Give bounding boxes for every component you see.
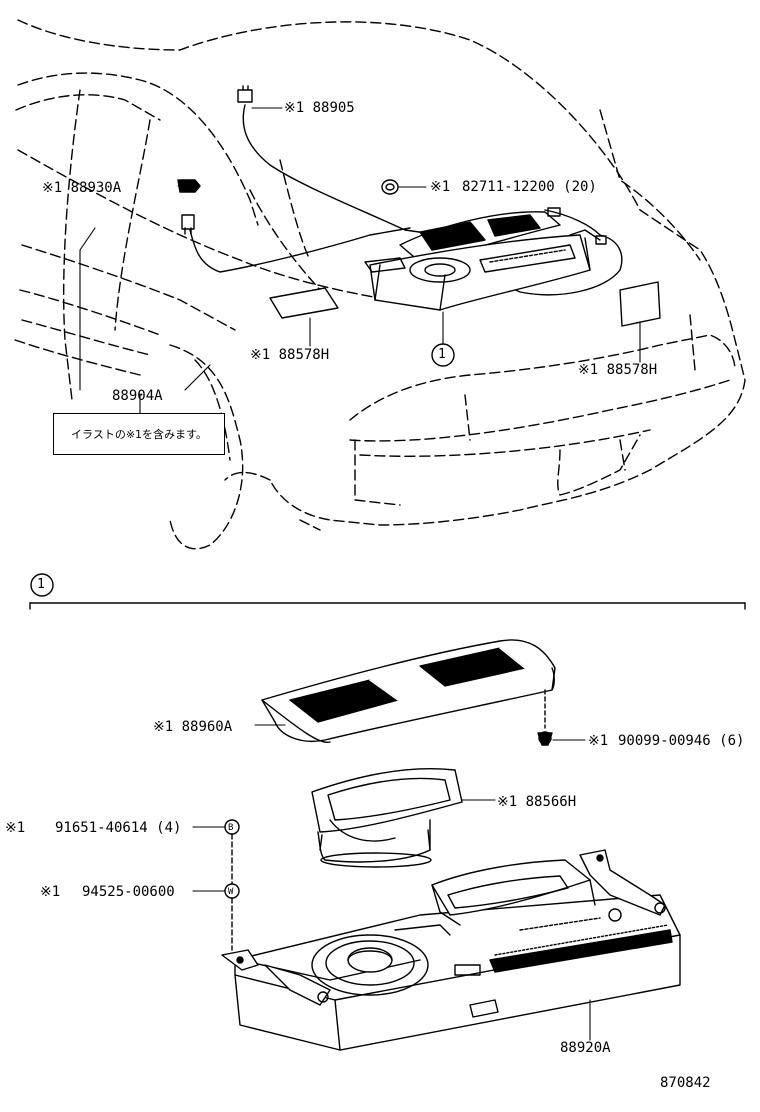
leader-lines-bottom xyxy=(192,724,591,1041)
label-88930a: ※1 88930A xyxy=(42,180,122,196)
callout-circle-car xyxy=(431,343,455,367)
leader-lines-top xyxy=(79,107,641,414)
label-94525-mark: ※1 xyxy=(40,884,61,900)
callout-number-car: 1 xyxy=(438,347,446,362)
label-88905: ※1 88905 xyxy=(284,100,355,116)
speaker-box-88920a xyxy=(221,849,681,1051)
label-91651: 91651-40614 (4) xyxy=(55,820,182,836)
section-marker-number: 1 xyxy=(37,577,45,592)
label-94525: 94525-00600 xyxy=(82,884,175,900)
clip-82711 xyxy=(381,179,399,195)
label-88566h: ※1 88566H xyxy=(497,794,577,810)
label-88960a: ※1 88960A xyxy=(153,719,233,735)
connector-88930a xyxy=(177,179,201,235)
speaker-assembly-in-car xyxy=(364,207,607,311)
note-text: イラストの※1を含みます。 xyxy=(71,428,207,441)
label-88904a: 88904A xyxy=(112,388,163,404)
speaker-ring-88566h xyxy=(311,768,463,868)
screw-90099 xyxy=(537,689,553,746)
label-88578h-right: ※1 88578H xyxy=(578,362,658,378)
grille-88960a xyxy=(261,639,556,744)
connector-88905 xyxy=(237,85,253,103)
label-91651-mark: ※1 xyxy=(5,820,26,836)
label-82711: 82711-12200 (20) xyxy=(462,179,597,195)
fastener-b-letter: B xyxy=(228,823,234,833)
car-body-outline xyxy=(14,19,746,550)
label-88578h-left: ※1 88578H xyxy=(250,347,330,363)
label-88920a: 88920A xyxy=(560,1040,611,1056)
diagram-code: 870842 xyxy=(660,1075,711,1091)
label-90099-mark: ※1 xyxy=(588,733,609,749)
note-box: イラストの※1を含みます。 xyxy=(53,413,225,455)
label-82711-mark: ※1 xyxy=(430,179,451,195)
pad-88578h-left xyxy=(269,287,339,319)
wire-harness xyxy=(189,104,623,296)
fastener-w-letter: W xyxy=(228,887,234,897)
label-90099: 90099-00946 (6) xyxy=(618,733,745,749)
section-marker-circle xyxy=(30,573,54,597)
pad-88578h-right xyxy=(619,281,661,327)
